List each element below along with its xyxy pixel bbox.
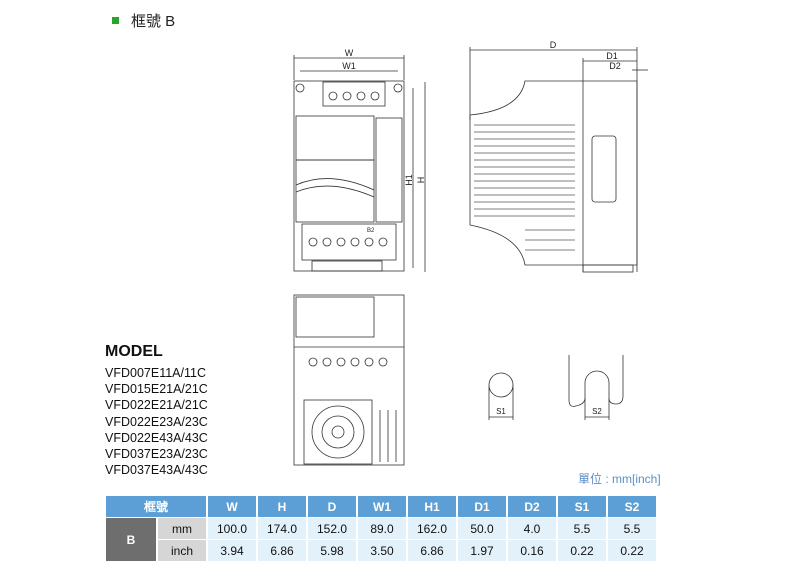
model-list: MODEL VFD007E11A/11C VFD015E21A/21C VFD0… bbox=[105, 343, 208, 478]
bottom-view-drawing bbox=[293, 294, 405, 466]
column-header: D2 bbox=[508, 496, 556, 517]
column-header: H1 bbox=[408, 496, 456, 517]
model-item: VFD015E21A/21C bbox=[105, 382, 208, 397]
table-row: inch 3.94 6.86 5.98 3.50 6.86 1.97 0.16 … bbox=[106, 540, 656, 561]
frame-header: 框號 bbox=[106, 496, 206, 517]
table-cell: 0.22 bbox=[608, 540, 656, 561]
column-header: S2 bbox=[608, 496, 656, 517]
table-cell: 162.0 bbox=[408, 518, 456, 539]
table-cell: 1.97 bbox=[458, 540, 506, 561]
title-text: 框號 B bbox=[131, 13, 176, 30]
dim-h1-label: H1 bbox=[404, 174, 414, 186]
dim-h-label: H bbox=[416, 177, 426, 184]
dim-d1-label: D1 bbox=[606, 51, 618, 61]
dimension-table: 框號 W H D W1 H1 D1 D2 S1 S2 B mm 100.0 17… bbox=[104, 495, 658, 562]
dim-d-label: D bbox=[550, 40, 557, 50]
side-view-drawing: D D1 D2 bbox=[469, 40, 648, 273]
table-cell: 6.86 bbox=[258, 540, 306, 561]
dim-w-label: W bbox=[345, 48, 354, 58]
column-header: S1 bbox=[558, 496, 606, 517]
dimension-drawings: W W1 B2 H1 H D D1 D2 bbox=[293, 40, 648, 466]
model-item: VFD022E43A/43C bbox=[105, 430, 208, 445]
table-row: B mm 100.0 174.0 152.0 89.0 162.0 50.0 4… bbox=[106, 518, 656, 561]
model-item: VFD022E23A/23C bbox=[105, 414, 208, 429]
dim-w1-label: W1 bbox=[342, 61, 356, 71]
dim-s1-label: S1 bbox=[496, 407, 506, 416]
column-header: D1 bbox=[458, 496, 506, 517]
unit-cell: inch bbox=[158, 540, 206, 561]
bullet-icon bbox=[112, 17, 119, 24]
b2-label: B2 bbox=[367, 228, 375, 234]
table-cell: 0.16 bbox=[508, 540, 556, 561]
table-cell: 50.0 bbox=[458, 518, 506, 539]
model-item: VFD007E11A/11C bbox=[105, 366, 206, 380]
model-item: VFD022E21A/21C bbox=[105, 398, 208, 413]
table-cell: 100.0 bbox=[208, 518, 256, 539]
model-item: VFD037E43A/43C bbox=[105, 463, 208, 478]
table-cell: 4.0 bbox=[508, 518, 556, 539]
model-item: VFD037E23A/23C bbox=[105, 447, 208, 462]
front-view-drawing: W W1 B2 H1 H bbox=[293, 48, 426, 272]
column-header: H bbox=[258, 496, 306, 517]
table-cell: 152.0 bbox=[308, 518, 356, 539]
table-cell: 0.22 bbox=[558, 540, 606, 561]
table-cell: 5.5 bbox=[608, 518, 656, 539]
slot-s1-drawing: S1 bbox=[488, 372, 514, 420]
section-title: 框號 B bbox=[112, 10, 175, 31]
table-header-row: 框號 W H D W1 H1 D1 D2 S1 S2 bbox=[106, 496, 656, 517]
slot-s2-drawing: S2 bbox=[568, 355, 624, 420]
model-heading: MODEL bbox=[105, 343, 163, 360]
column-header: W1 bbox=[358, 496, 406, 517]
table-cell: 89.0 bbox=[358, 518, 406, 539]
column-header: D bbox=[308, 496, 356, 517]
table-cell: 174.0 bbox=[258, 518, 306, 539]
table-cell: 6.86 bbox=[408, 540, 456, 561]
unit-cell: mm bbox=[158, 518, 206, 539]
table-cell: 3.50 bbox=[358, 540, 406, 561]
unit-note: 單位 : mm[inch] bbox=[578, 472, 661, 486]
table-cell: 5.98 bbox=[308, 540, 356, 561]
table-cell: 5.5 bbox=[558, 518, 606, 539]
table-cell: 3.94 bbox=[208, 540, 256, 561]
frame-cell: B bbox=[106, 518, 156, 561]
column-header: W bbox=[208, 496, 256, 517]
dim-d2-label: D2 bbox=[609, 61, 621, 71]
dim-s2-label: S2 bbox=[592, 407, 602, 416]
